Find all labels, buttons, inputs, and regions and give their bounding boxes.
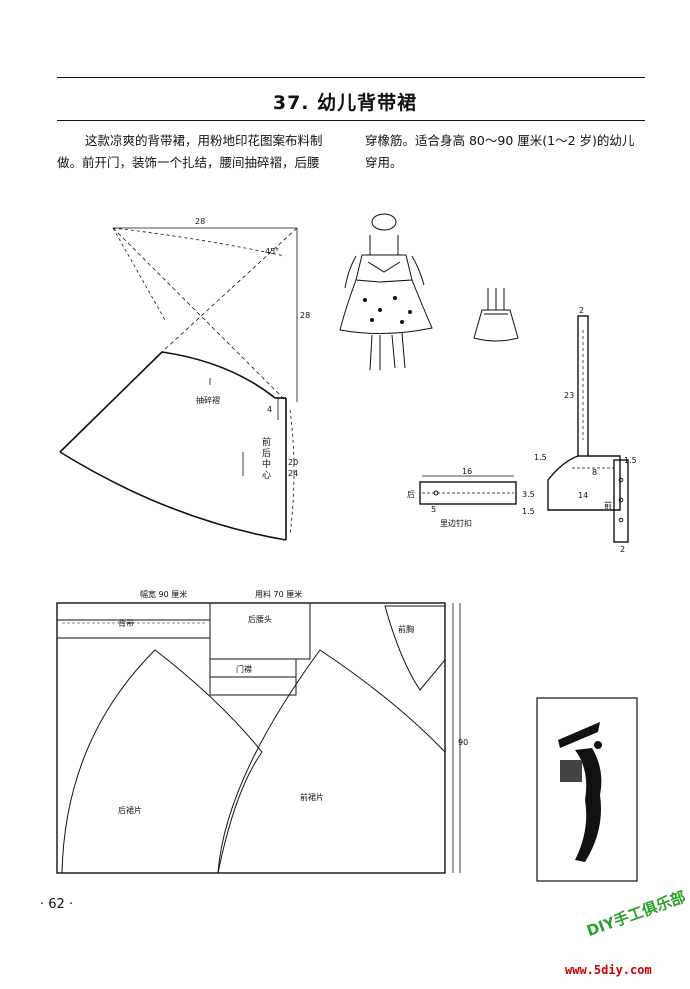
skirt-dim-4: 4 <box>267 405 272 414</box>
bodice-dim-1-5-a: 1.5 <box>534 453 547 462</box>
layout-width-label: 幅宽 90 厘米 <box>140 589 187 599</box>
page-title: 37. 幼儿背带裙 <box>272 92 418 114</box>
layout-usage-label: 用料 70 厘米 <box>255 589 302 599</box>
bodice-pattern-diagram <box>547 315 629 543</box>
intro-paragraph-right: 穿橡筋。适合身高 80～90 厘米(1～2 岁)的幼儿穿用。 <box>365 133 635 170</box>
skirt-pattern-diagram <box>59 227 298 541</box>
skirt-dim-top: 28 <box>195 217 205 226</box>
layout-back-waist-label: 后腰头 <box>248 614 272 624</box>
skirt-dim-20: 20 <box>288 458 298 467</box>
title-rule <box>57 120 645 121</box>
layout-placket-label: 门襟 <box>236 664 252 674</box>
waistband-dim-5: 5 <box>431 505 436 514</box>
skirt-dim-right: 28 <box>300 311 310 320</box>
bodice-dim-3-5: 3.5 <box>522 490 535 499</box>
waistband-back-label: 后 <box>407 489 415 499</box>
layout-strap-label: 背带 <box>118 618 134 628</box>
waistband-pattern-diagram <box>419 475 517 505</box>
bodice-dim-1-5-c: 1.5 <box>522 507 535 516</box>
bodice-dim-1-5-b: 1.5 <box>624 456 637 465</box>
bodice-front-label: 前 <box>604 500 612 510</box>
bodice-dim-23: 23 <box>564 391 574 400</box>
bodice-dim-2-top: 2 <box>579 306 584 315</box>
intro-paragraph-left: 这款凉爽的背带裙，用粉地印花图案布料制做。前开门，装饰一个扎结，腰间抽碎褶，后腰 <box>57 133 323 170</box>
skirt-dim-24: 24 <box>288 469 298 478</box>
dress-illustration <box>339 213 433 371</box>
page-number: · 62 · <box>40 897 74 912</box>
layout-height-label: 90 <box>458 738 468 747</box>
layout-front-chest-label: 前胸 <box>398 624 414 634</box>
pinafore-illustration <box>473 288 519 342</box>
waistband-dim-16: 16 <box>462 467 472 476</box>
skirt-center-label: 前后中心 <box>262 438 272 481</box>
bodice-dim-2-bottom: 2 <box>620 545 625 554</box>
watermark-url: www.5diy.com <box>565 963 652 977</box>
decorative-figure <box>536 697 638 882</box>
skirt-gather-label: 抽碎褶 <box>196 395 220 405</box>
top-rule <box>57 77 645 78</box>
layout-back-panel-label: 后裙片 <box>118 805 142 815</box>
bodice-dim-14: 14 <box>578 491 588 500</box>
waistband-caption: 里边钉扣 <box>440 518 472 528</box>
skirt-dim-angle: 45° <box>265 247 279 256</box>
layout-front-panel-label: 前裙片 <box>300 792 324 802</box>
bodice-dim-8: 8 <box>592 468 597 477</box>
cutting-layout-diagram <box>56 602 461 874</box>
